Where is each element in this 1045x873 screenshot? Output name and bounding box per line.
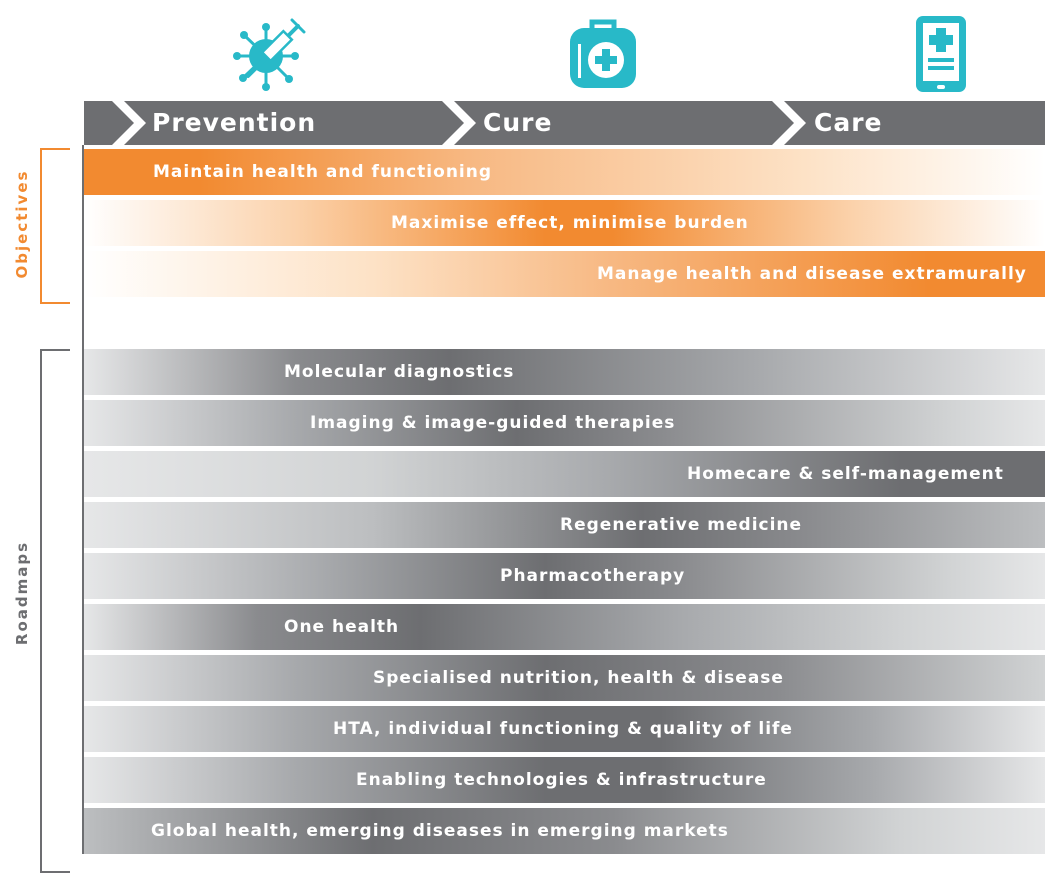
roadmap-label: Enabling technologies & infrastructure bbox=[356, 770, 767, 790]
roadmap-label: Regenerative medicine bbox=[560, 515, 803, 535]
roadmap-row: Imaging & image-guided therapies bbox=[84, 400, 1045, 446]
stage-prevention: Prevention bbox=[152, 108, 317, 137]
roadmap-label: Pharmacotherapy bbox=[500, 566, 686, 586]
mobile-health-icon bbox=[908, 14, 982, 92]
roadmaps-bracket bbox=[40, 349, 70, 873]
stage-care: Care bbox=[814, 108, 883, 137]
roadmap-row: Enabling technologies & infrastructure bbox=[84, 757, 1045, 803]
roadmap-row: Global health, emerging diseases in emer… bbox=[84, 808, 1045, 854]
roadmap-label: Molecular diagnostics bbox=[284, 362, 515, 382]
objective-label: Maintain health and functioning bbox=[153, 162, 493, 182]
roadmap-row: Homecare & self-management bbox=[84, 451, 1045, 497]
objectives-bracket bbox=[40, 148, 70, 304]
objective-row: Manage health and disease extramurally bbox=[84, 251, 1045, 297]
roadmap-label: One health bbox=[284, 617, 400, 637]
roadmap-label: HTA, individual functioning & quality of… bbox=[333, 719, 793, 739]
medical-bag-icon bbox=[566, 14, 640, 92]
stage-cure: Cure bbox=[483, 108, 553, 137]
roadmap-row: One health bbox=[84, 604, 1045, 650]
roadmap-label: Homecare & self-management bbox=[687, 464, 1004, 484]
objective-label: Manage health and disease extramurally bbox=[597, 264, 1027, 284]
virus-syringe-icon bbox=[232, 14, 306, 92]
stage-chevrons bbox=[84, 101, 1045, 145]
roadmap-row: HTA, individual functioning & quality of… bbox=[84, 706, 1045, 752]
roadmaps-label: Roadmaps bbox=[13, 540, 31, 646]
stage-bar: Prevention Cure Care bbox=[84, 101, 1045, 145]
roadmap-row: Specialised nutrition, health & disease bbox=[84, 655, 1045, 701]
roadmap-label: Specialised nutrition, health & disease bbox=[373, 668, 784, 688]
roadmap-label: Imaging & image-guided therapies bbox=[310, 413, 676, 433]
objective-label: Maximise effect, minimise burden bbox=[391, 213, 749, 233]
roadmap-row: Regenerative medicine bbox=[84, 502, 1045, 548]
timeline-axis bbox=[82, 145, 84, 854]
roadmap-row: Pharmacotherapy bbox=[84, 553, 1045, 599]
roadmap-label: Global health, emerging diseases in emer… bbox=[151, 821, 729, 841]
roadmap-row: Molecular diagnostics bbox=[84, 349, 1045, 395]
objectives-label: Objectives bbox=[13, 169, 31, 279]
objective-row: Maintain health and functioning bbox=[84, 149, 1045, 195]
objective-row: Maximise effect, minimise burden bbox=[84, 200, 1045, 246]
